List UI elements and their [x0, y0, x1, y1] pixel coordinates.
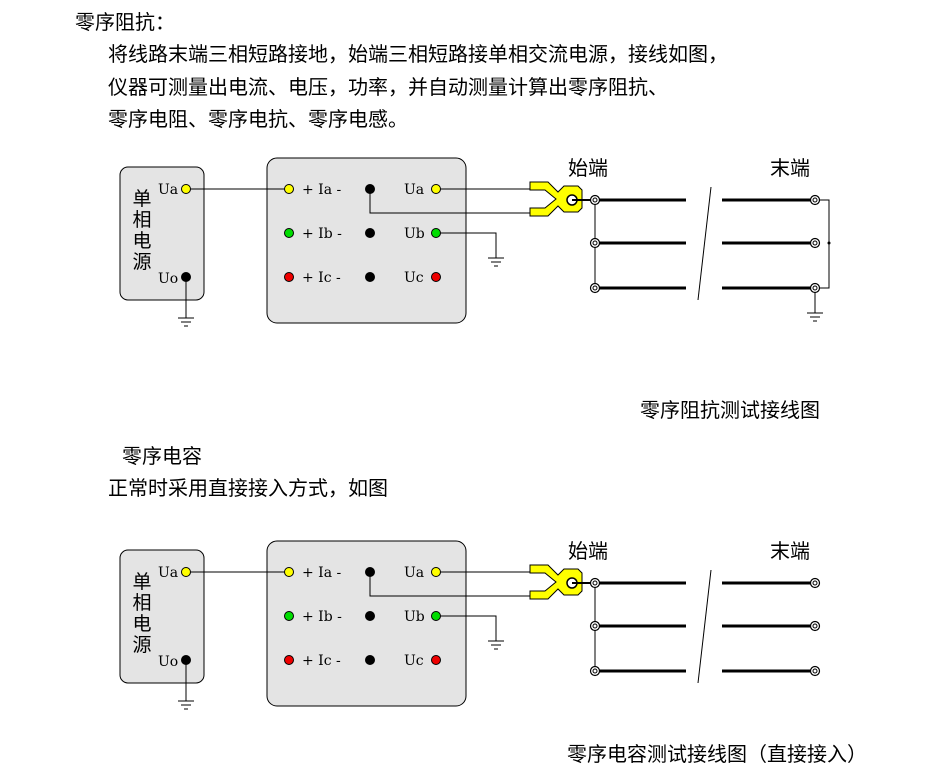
end-terminal-2-inner	[812, 623, 818, 629]
source-ua-label: Ua	[158, 565, 178, 581]
voltage-label-Ua: Ua	[404, 565, 424, 581]
current-out-terminal-Ic	[365, 272, 375, 282]
section1-heading: 零序阻抗：	[75, 10, 175, 34]
start-terminal-1-inner	[592, 197, 598, 203]
current-label-Ib: + Ib -	[302, 226, 342, 242]
current-in-terminal-Ic	[284, 272, 294, 282]
line-break-mark	[697, 569, 712, 684]
section1-paragraph-line-2: 仪器可测量出电流、电压，功率，并自动测量计算出零序阻抗、	[108, 75, 668, 99]
wire-ia-out-to-clamp	[369, 189, 537, 214]
clamp-icon	[529, 181, 583, 217]
voltage-terminal-Ub	[431, 611, 441, 621]
voltage-terminal-Ua	[431, 184, 441, 194]
source-ua-terminal	[181, 184, 191, 194]
instrument-box	[266, 157, 467, 324]
line-start-label: 始端	[568, 156, 608, 180]
current-label-Ic: + Ic -	[302, 270, 341, 286]
end-terminal-1-inner	[812, 580, 818, 586]
single-phase-source-box	[119, 549, 205, 684]
instrument-box	[266, 540, 467, 707]
wire-ub-ground	[436, 232, 497, 258]
source-title-char: 单	[132, 571, 151, 593]
voltage-terminal-Ua	[431, 567, 441, 577]
start-terminal-2-inner	[592, 240, 598, 246]
current-label-Ic: + Ic -	[302, 653, 341, 669]
voltage-label-Ua: Ua	[404, 182, 424, 198]
clamp-icon	[529, 564, 583, 600]
source-ua-terminal	[181, 567, 191, 577]
wire-ub-ground	[436, 615, 497, 641]
source-title-char: 源	[132, 251, 151, 273]
line-start-label: 始端	[568, 539, 608, 563]
section2-heading: 零序电容	[122, 444, 202, 468]
source-uo-label: Uo	[158, 271, 178, 287]
current-in-terminal-Ib	[284, 228, 294, 238]
end-short-junction	[827, 241, 831, 245]
voltage-label-Uc: Uc	[404, 653, 424, 669]
section1-paragraph-line-3: 零序电阻、零序电抗、零序电感。	[108, 107, 408, 131]
start-terminal-3-inner	[592, 285, 598, 291]
current-in-terminal-Ic	[284, 655, 294, 665]
voltage-terminal-Uc	[431, 272, 441, 282]
end-terminal-1-inner	[812, 197, 818, 203]
end-terminal-2-inner	[812, 240, 818, 246]
source-uo-terminal	[181, 655, 191, 665]
source-title-char: 源	[132, 634, 151, 656]
source-title-char: 相	[132, 209, 151, 231]
current-in-terminal-Ia	[284, 184, 294, 194]
current-label-Ia: + Ia -	[302, 565, 342, 581]
voltage-label-Uc: Uc	[404, 270, 424, 286]
current-out-terminal-Ib	[365, 228, 375, 238]
current-label-Ia: + Ia -	[302, 182, 342, 198]
current-label-Ib: + Ib -	[302, 609, 342, 625]
wire-ia-out-to-clamp	[369, 572, 537, 597]
source-title-char: 单	[132, 188, 151, 210]
current-in-terminal-Ia	[284, 567, 294, 577]
current-out-terminal-Ib	[365, 611, 375, 621]
source-title-char: 相	[132, 592, 151, 614]
line-break-mark	[697, 186, 712, 301]
source-ua-label: Ua	[158, 182, 178, 198]
current-out-terminal-Ic	[365, 655, 375, 665]
voltage-terminal-Ub	[431, 228, 441, 238]
section1-caption: 零序阻抗测试接线图	[640, 398, 820, 422]
source-title-char: 电	[132, 613, 151, 635]
line-end-label: 末端	[770, 156, 810, 180]
end-terminal-3-inner	[812, 668, 818, 674]
source-uo-terminal	[181, 272, 191, 282]
section2-caption: 零序电容测试接线图（直接接入）	[567, 742, 867, 766]
start-terminal-2-inner	[592, 623, 598, 629]
start-terminal-3-inner	[592, 668, 598, 674]
current-out-terminal-Ia	[365, 567, 375, 577]
voltage-terminal-Uc	[431, 655, 441, 665]
source-title-char: 电	[132, 230, 151, 252]
current-in-terminal-Ib	[284, 611, 294, 621]
voltage-label-Ub: Ub	[404, 226, 425, 242]
end-terminal-3-inner	[812, 285, 818, 291]
single-phase-source-box	[119, 166, 205, 301]
start-terminal-1-inner	[592, 580, 598, 586]
current-out-terminal-Ia	[365, 184, 375, 194]
section1-paragraph-line-1: 将线路末端三相短路接地，始端三相短路接单相交流电源，接线如图，	[108, 42, 728, 66]
section2-paragraph: 正常时采用直接接入方式，如图	[108, 476, 388, 500]
end-short-bar	[820, 199, 830, 289]
voltage-label-Ub: Ub	[404, 609, 425, 625]
line-end-label: 末端	[770, 539, 810, 563]
source-uo-label: Uo	[158, 654, 178, 670]
